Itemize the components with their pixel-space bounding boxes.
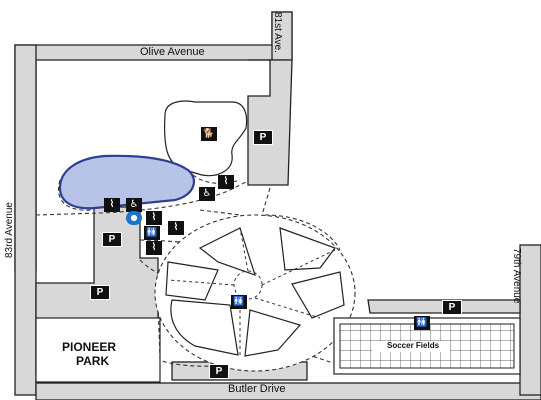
lake (58, 154, 196, 210)
parking-icon: P (90, 285, 110, 300)
parking-icon: P (209, 364, 229, 379)
parking-icon: P (253, 130, 273, 145)
field-east (291, 271, 345, 319)
pioneer-park-block (35, 317, 161, 383)
field-south-east (244, 309, 302, 357)
field-north-west (198, 227, 256, 276)
79th-avenue-road (519, 244, 541, 396)
street-label-olive: Olive Avenue (140, 46, 205, 58)
park-name-line1: PIONEER (62, 340, 117, 354)
parking-icon: P (442, 300, 462, 315)
field-south-west (170, 299, 239, 356)
field-west (165, 261, 219, 301)
restroom-icon: 🚻 (414, 316, 430, 330)
butler-drive-road (35, 382, 541, 400)
restroom-icon: 🚻 (144, 226, 160, 240)
soccer-fields-label: Soccer Fields (387, 341, 440, 350)
field-north-east (279, 227, 336, 271)
playground-icon: ⌇ (218, 175, 234, 189)
street-label-83rd: 83rd Avenue (4, 202, 15, 258)
street-label-81st: 81st Ave. (272, 12, 283, 53)
picnic-icon: ⌇ (168, 221, 184, 235)
playground-icon: ⌇ (104, 198, 120, 212)
restroom-icon: 🚻 (231, 295, 247, 309)
park-name-line2: PARK (76, 354, 110, 368)
83rd-avenue-road (14, 44, 37, 396)
street-label-79th: 79th Avenue (511, 248, 522, 304)
north-parking-road (247, 59, 293, 186)
playground-icon: ⌇ (146, 241, 162, 255)
parking-icon: P (102, 232, 122, 247)
dog-icon: 🐕 (201, 127, 217, 141)
accessible-icon: ♿ (199, 187, 215, 201)
street-label-butler: Butler Drive (228, 383, 286, 395)
accessible-icon: ♿ (126, 198, 142, 212)
playground-icon: ⌇ (146, 211, 162, 225)
water-fountain-icon: ● (126, 211, 142, 225)
star-fields-area (154, 214, 356, 372)
